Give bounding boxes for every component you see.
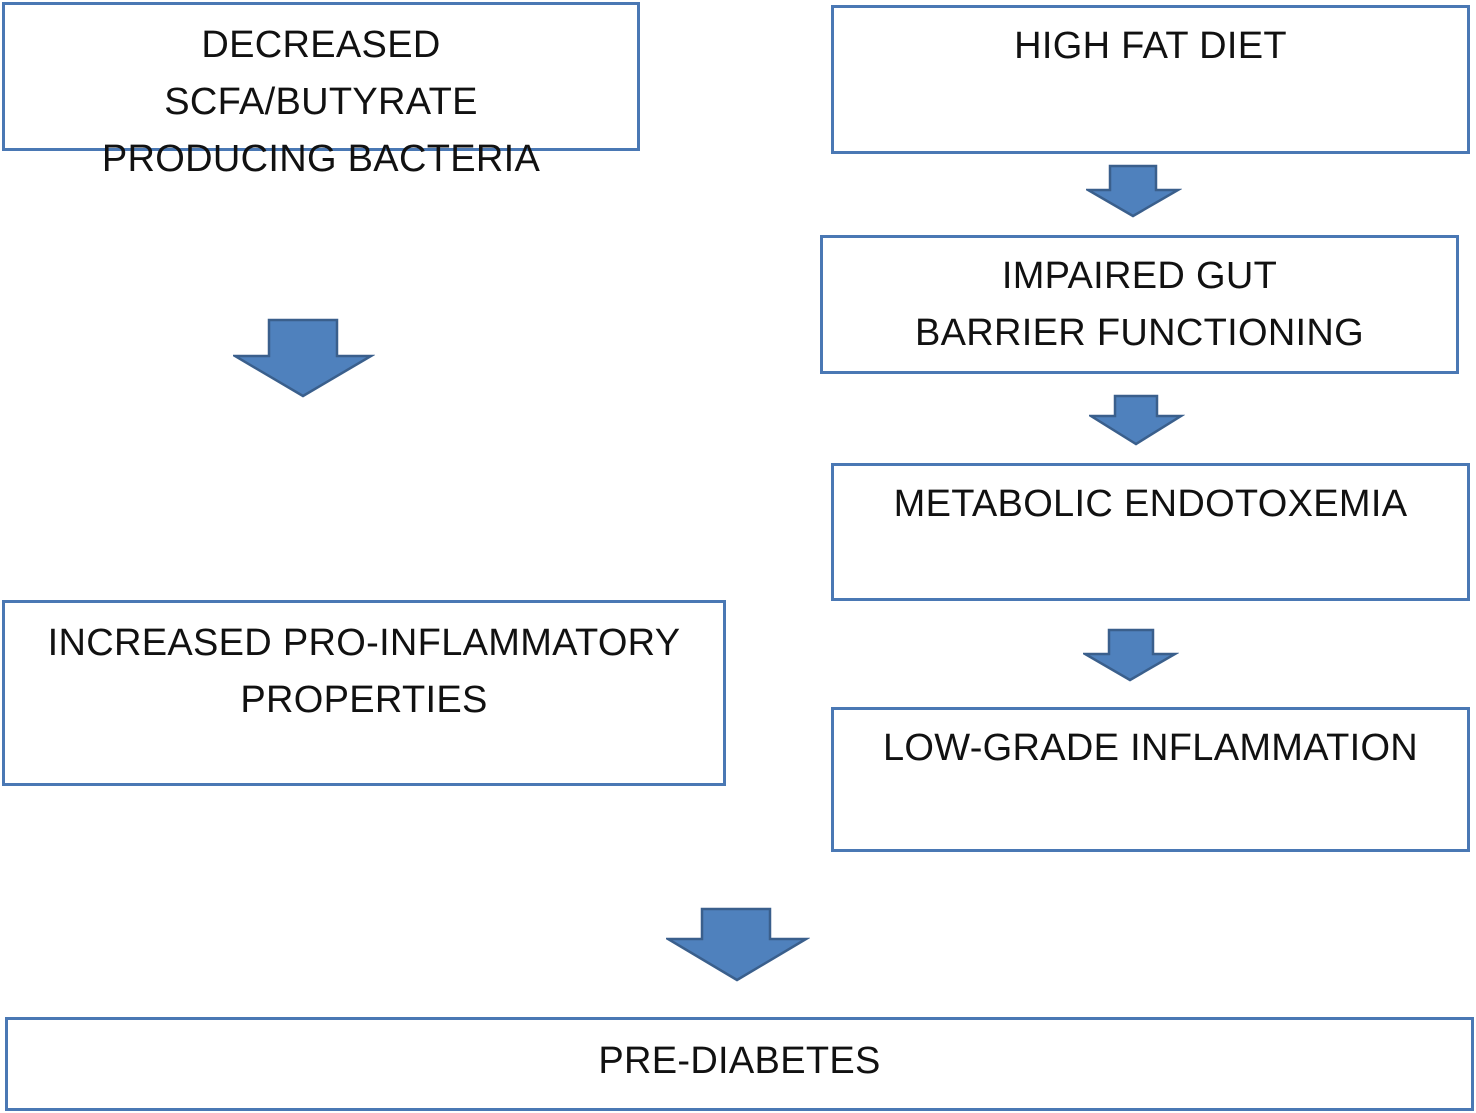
down-arrow-icon — [1086, 164, 1182, 218]
box-increased-pro-inflammatory-label: INCREASED PRO-INFLAMMATORY PROPERTIES — [47, 622, 681, 721]
box-decreased-scfa-label: DECREASED SCFA/BUTYRATE PRODUCING BACTER… — [101, 24, 541, 180]
down-arrow-icon — [1083, 628, 1179, 682]
box-impaired-gut-barrier: IMPAIRED GUT BARRIER FUNCTIONING — [820, 235, 1459, 374]
box-decreased-scfa: DECREASED SCFA/BUTYRATE PRODUCING BACTER… — [2, 2, 640, 180]
box-metabolic-endotoxemia-label: METABOLIC ENDOTOXEMIA — [893, 483, 1408, 525]
box-low-grade-inflammation-label: LOW-GRADE INFLAMMATION — [882, 727, 1419, 769]
down-arrow-icon — [666, 907, 810, 982]
down-arrow-icon — [233, 318, 375, 398]
box-low-grade-inflammation: LOW-GRADE INFLAMMATION — [831, 707, 1470, 852]
box-high-fat-diet-label: HIGH FAT DIET — [1014, 25, 1287, 67]
down-arrow-icon — [1089, 394, 1185, 446]
box-impaired-gut-barrier-label: IMPAIRED GUT BARRIER FUNCTIONING — [914, 255, 1365, 354]
box-high-fat-diet: HIGH FAT DIET — [831, 5, 1470, 154]
box-pre-diabetes-label: PRE-DIABETES — [598, 1040, 881, 1082]
box-pre-diabetes: PRE-DIABETES — [5, 1017, 1474, 1111]
box-increased-pro-inflammatory: INCREASED PRO-INFLAMMATORY PROPERTIES — [2, 600, 726, 786]
box-metabolic-endotoxemia: METABOLIC ENDOTOXEMIA — [831, 463, 1470, 601]
